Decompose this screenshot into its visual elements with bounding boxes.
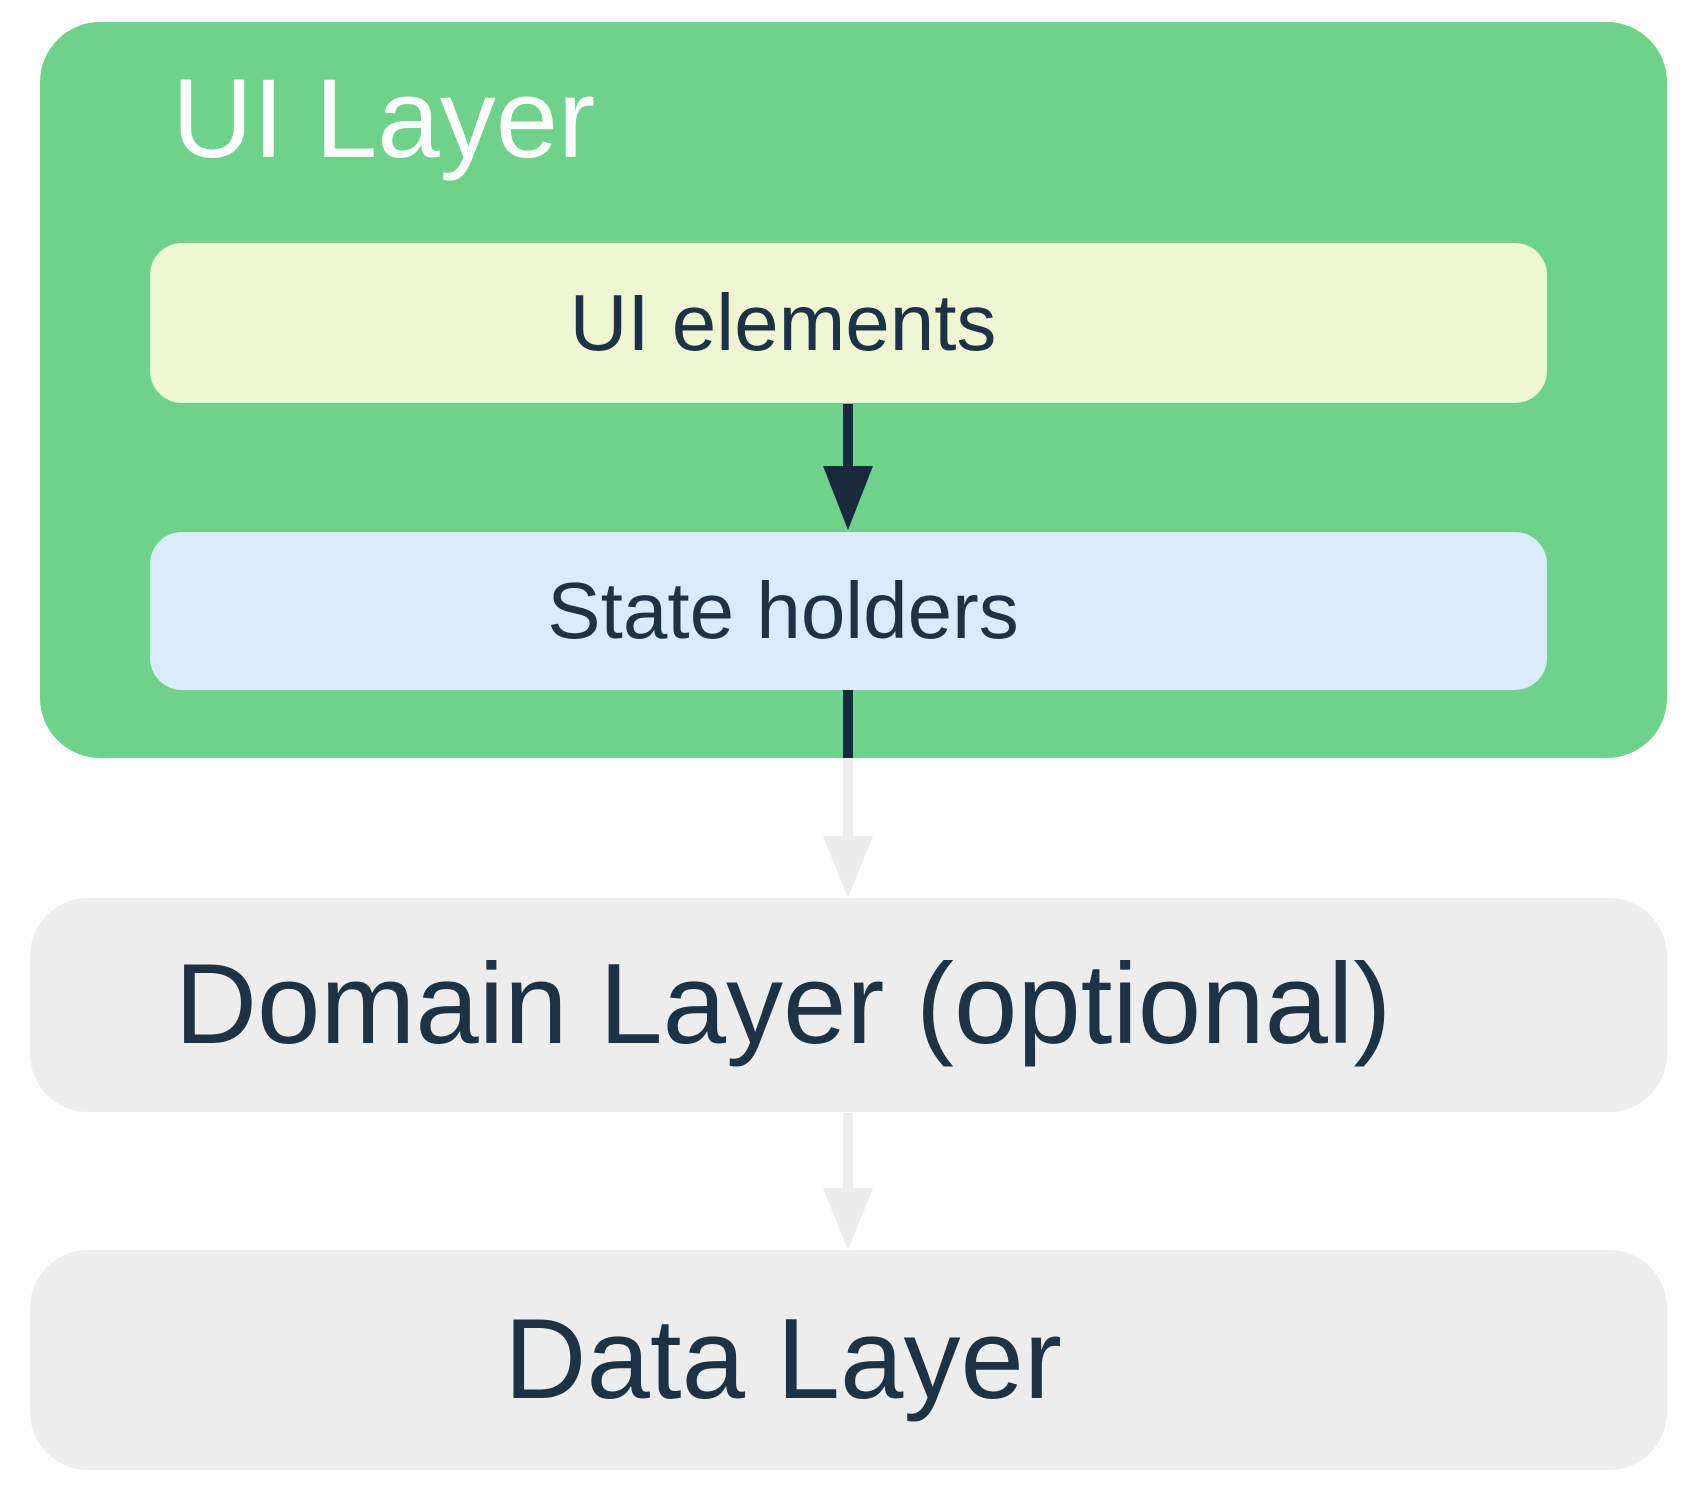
state-holders-label-wrap: State holders xyxy=(150,532,1416,690)
ui-elements-box: UI elements xyxy=(150,243,1547,403)
ui-layer-box: UI Layer UI elements State holders xyxy=(40,22,1667,758)
arrow-down-icon-ui-elements-to-state-holders-stem xyxy=(843,404,853,468)
domain-layer-label: Domain Layer (optional) xyxy=(174,941,1392,1068)
arrow-down-icon-state-holders-to-domain-stem-dark xyxy=(843,690,853,758)
arrow-down-icon-ui-elements-to-state-holders-head xyxy=(823,466,873,530)
arrow-down-icon-state-holders-to-domain-stem-light xyxy=(843,758,853,838)
state-holders-label: State holders xyxy=(547,566,1019,655)
data-layer-box: Data Layer xyxy=(30,1250,1667,1470)
ui-elements-label-wrap: UI elements xyxy=(150,243,1416,403)
domain-layer-label-wrap: Domain Layer (optional) xyxy=(30,898,1536,1112)
arrow-down-icon-domain-to-data-stem xyxy=(843,1113,853,1190)
arrow-down-icon-domain-to-data-head xyxy=(823,1188,873,1250)
ui-elements-label: UI elements xyxy=(569,278,997,367)
domain-layer-box: Domain Layer (optional) xyxy=(30,898,1667,1112)
state-holders-box: State holders xyxy=(150,532,1547,690)
arrow-down-icon-state-holders-to-domain-head xyxy=(823,836,873,898)
data-layer-label-wrap: Data Layer xyxy=(30,1250,1536,1470)
data-layer-label: Data Layer xyxy=(504,1296,1062,1423)
ui-layer-title: UI Layer xyxy=(172,56,596,181)
